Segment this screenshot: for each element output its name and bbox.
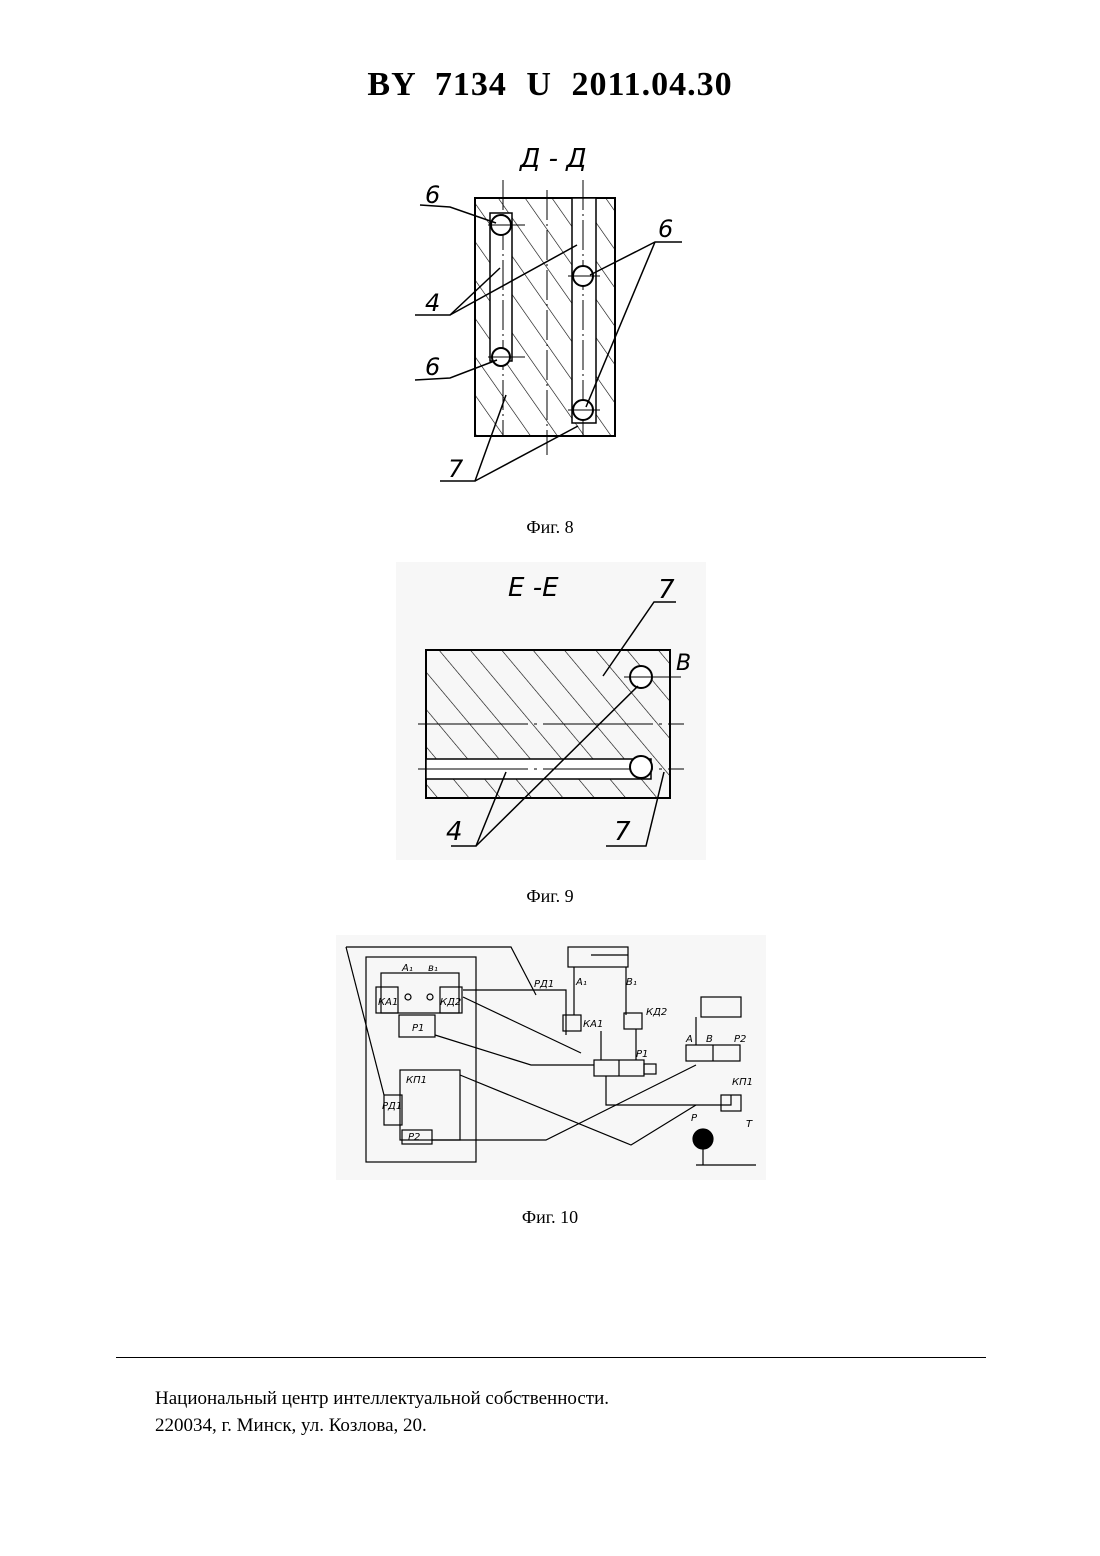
- fig10-label-P2b: Р2: [734, 1034, 746, 1045]
- fig10-label-RD1: РД1: [534, 979, 554, 990]
- fig10-label-RD1a: РД1: [382, 1101, 402, 1112]
- footer-divider: [116, 1357, 986, 1358]
- fig10-label-KPa: КП1: [406, 1075, 427, 1086]
- fig10-label-A1a: A₁: [401, 963, 413, 974]
- fig10-label-KA1b: КА1: [583, 1019, 603, 1030]
- figure-10-drawing: A₁ в₁ КА1 КД2 Р1 КП1 РД1 Р2 РД1 A₁ В₁ КА…: [336, 935, 766, 1180]
- figure-9-caption: Фиг. 9: [0, 886, 1100, 907]
- figure-8-caption: Фиг. 8: [0, 517, 1100, 538]
- fig8-channel-right: [572, 198, 596, 423]
- fig10-label-KD2b: КД2: [646, 1007, 667, 1018]
- fig9-label-7b: 7: [614, 817, 631, 847]
- fig8-section-label: Д - Д: [519, 144, 587, 174]
- fig8-label-4: 4: [425, 289, 440, 317]
- footer-line-2: 220034, г. Минск, ул. Козлова, 20.: [155, 1412, 609, 1439]
- fig10-label-P: Р: [691, 1113, 698, 1124]
- figure-9-drawing: Е -Е 7 В 4 7: [396, 562, 706, 860]
- fig9-section-label: Е -Е: [508, 573, 559, 603]
- fig9-hole-2: [630, 756, 652, 778]
- fig8-label-6a: 6: [425, 181, 440, 209]
- document-header: BY 7134 U 2011.04.30: [0, 66, 1100, 104]
- fig8-label-7: 7: [448, 455, 464, 483]
- footer-line-1: Национальный центр интеллектуальной собс…: [155, 1385, 609, 1412]
- fig10-label-P2a: Р2: [408, 1132, 420, 1143]
- fig9-label-4: 4: [446, 817, 463, 847]
- fig10-label-P1a: Р1: [412, 1023, 424, 1034]
- fig10-label-KD2a: КД2: [440, 997, 461, 1008]
- fig8-label-6c: 6: [425, 353, 440, 381]
- fig10-label-A: А: [685, 1034, 693, 1045]
- footer: Национальный центр интеллектуальной собс…: [155, 1385, 609, 1439]
- fig10-label-B: В: [706, 1034, 713, 1045]
- fig10-label-T: Т: [746, 1119, 753, 1130]
- figure-10-caption: Фиг. 10: [0, 1207, 1100, 1228]
- figure-8-drawing: Д - Д 6 6 4 6 7: [400, 135, 700, 495]
- fig10-label-B1b: В₁: [626, 977, 637, 988]
- fig9-label-B: В: [676, 651, 691, 676]
- fig10-label-B1a: в₁: [428, 963, 438, 974]
- fig10-label-KA1a: КА1: [378, 997, 398, 1008]
- fig9-label-7a: 7: [658, 575, 675, 605]
- fig10-label-A1b: A₁: [575, 977, 587, 988]
- fig8-label-6b: 6: [658, 215, 673, 243]
- fig10-label-KP1: КП1: [732, 1077, 753, 1088]
- fig10-label-P1b: Р1: [636, 1049, 648, 1060]
